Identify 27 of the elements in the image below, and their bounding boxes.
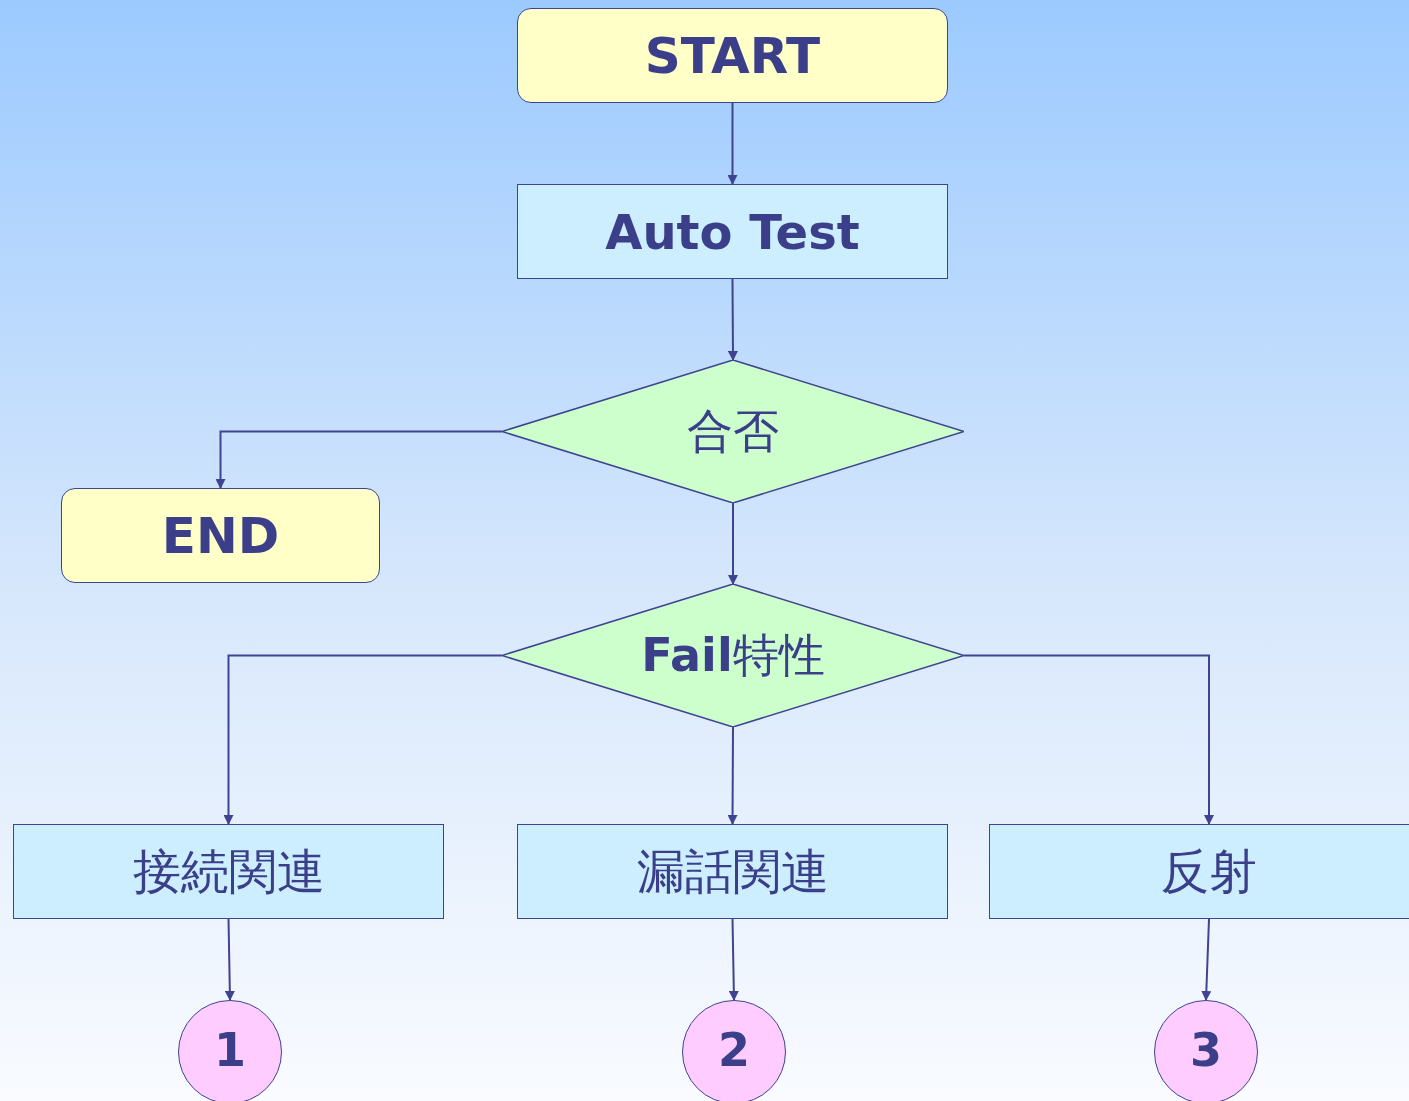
arrow	[223, 654, 503, 825]
process-box	[13, 824, 444, 919]
arrow	[727, 726, 738, 825]
process-box	[517, 184, 948, 279]
node-label: START	[644, 26, 821, 85]
node-label: 漏話関連	[636, 841, 829, 901]
node-label: Auto Test	[605, 203, 860, 260]
arrow	[1201, 918, 1212, 1001]
arrow	[727, 102, 738, 185]
arrow	[727, 278, 738, 361]
arrow	[963, 654, 1214, 825]
process-box	[989, 824, 1409, 919]
node-label: 合否	[687, 402, 779, 460]
node-label: END	[161, 506, 280, 565]
terminal-box	[517, 8, 948, 103]
node-label: 反射	[1161, 841, 1257, 901]
arrow	[728, 502, 738, 585]
process-box	[517, 824, 948, 919]
arrow	[728, 918, 739, 1001]
node-label: Fail特性	[641, 626, 825, 684]
node-label: 3	[1190, 1023, 1222, 1077]
arrow	[224, 918, 235, 1001]
arrow	[215, 430, 503, 489]
node-label: 2	[718, 1023, 750, 1077]
terminal-box	[61, 488, 380, 583]
node-label: 接続関連	[132, 841, 325, 901]
node-label: 1	[214, 1023, 246, 1077]
